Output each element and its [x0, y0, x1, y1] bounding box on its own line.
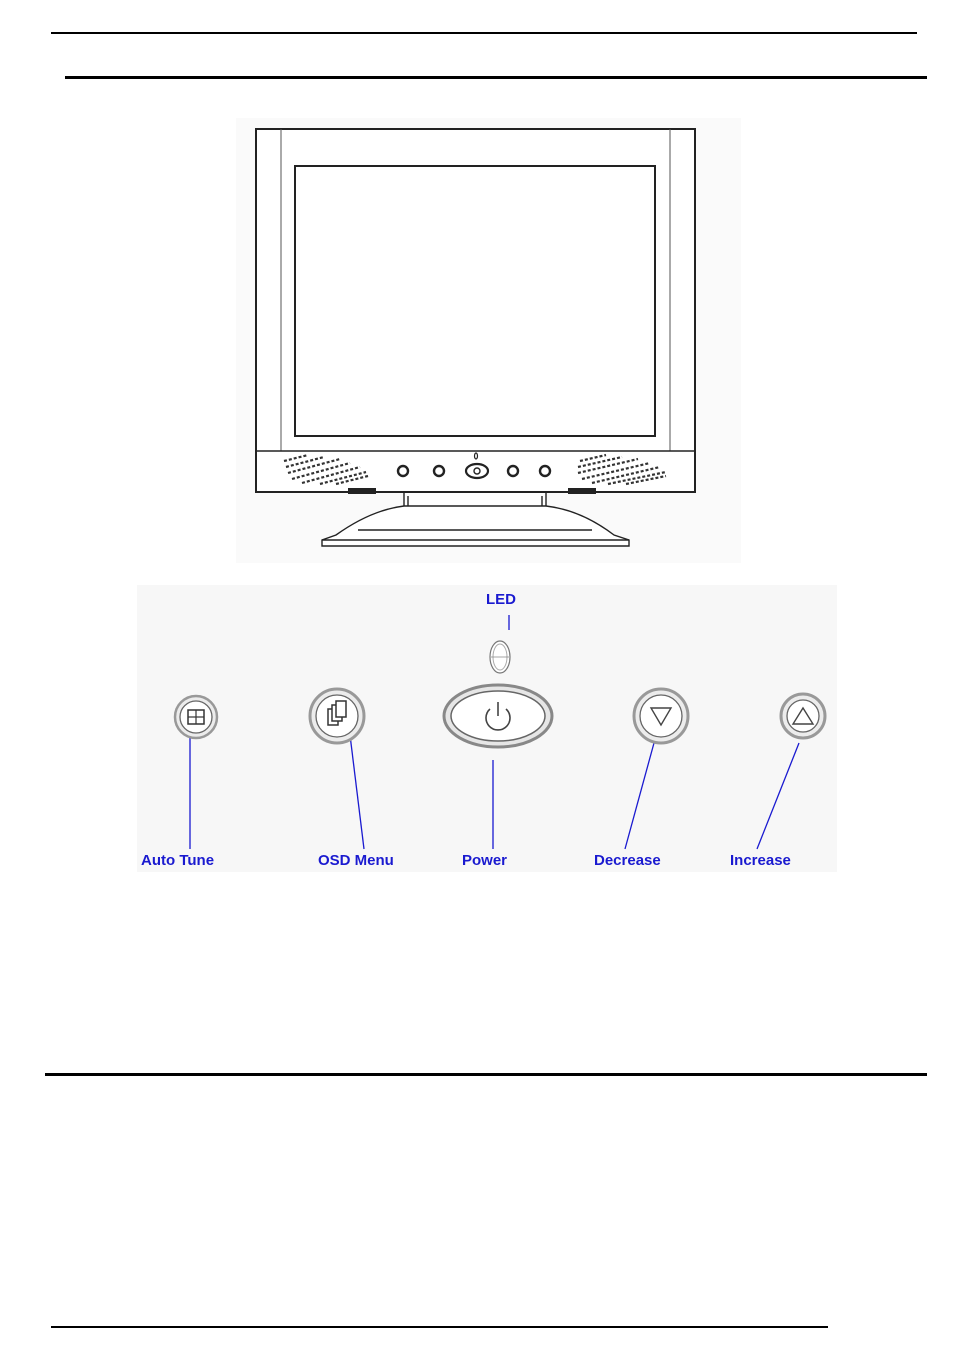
monitor-bezel	[256, 129, 695, 494]
led-icon	[490, 641, 510, 673]
decrease-label: Decrease	[594, 852, 661, 869]
increase-icon	[781, 694, 825, 738]
button-panel-figure	[137, 585, 837, 872]
header-rule-top	[51, 32, 917, 34]
led-label: LED	[486, 591, 516, 608]
monitor-screen	[295, 166, 655, 436]
header-rule-bottom	[65, 76, 927, 79]
auto-tune-icon	[175, 696, 217, 738]
power-label: Power	[462, 852, 507, 869]
osd-menu-icon	[310, 689, 364, 743]
power-icon	[444, 685, 552, 747]
decrease-icon	[634, 689, 688, 743]
increase-label: Increase	[730, 852, 791, 869]
section-rule	[45, 1073, 927, 1076]
monitor-front-figure	[236, 118, 741, 563]
osd-menu-label: OSD Menu	[318, 852, 394, 869]
auto-tune-label: Auto Tune	[141, 852, 214, 869]
footer-rule	[51, 1326, 828, 1328]
